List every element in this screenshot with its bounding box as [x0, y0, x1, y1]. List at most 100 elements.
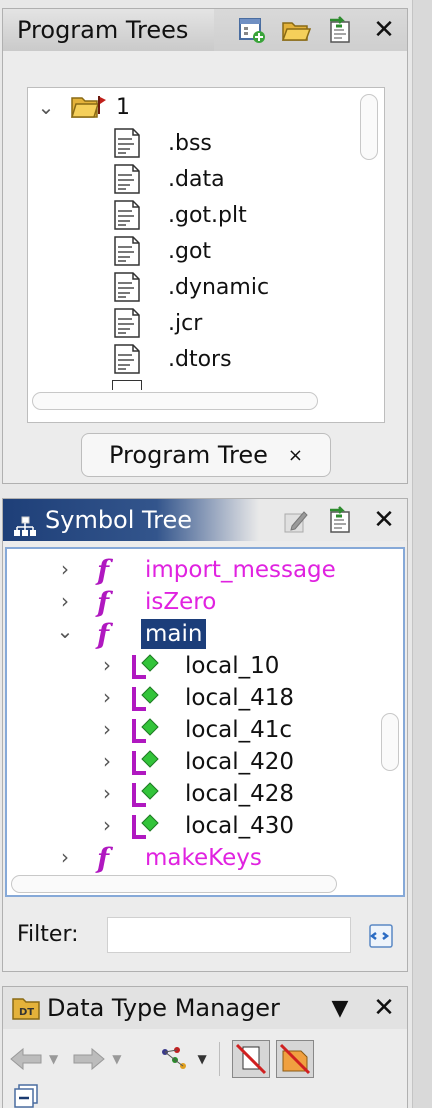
function-icon: f [97, 842, 110, 875]
chevron-right-icon[interactable]: › [61, 589, 69, 613]
tree-item[interactable]: .data [112, 162, 225, 196]
chevron-right-icon[interactable]: › [103, 781, 111, 805]
filter-input[interactable] [107, 917, 351, 953]
local-variable-icon [131, 813, 163, 841]
tree-item-label: .dtors [168, 346, 232, 372]
program-trees-header: Program Trees ✕ [3, 9, 407, 51]
forward-arrow-icon[interactable] [72, 1047, 106, 1071]
horizontal-scrollbar[interactable] [32, 392, 318, 410]
fragment-icon [112, 343, 142, 375]
open-folder-icon[interactable] [281, 15, 311, 45]
forward-dropdown-icon[interactable]: ▼ [112, 1052, 122, 1066]
symbol-tree-icon [13, 509, 37, 536]
symbol-tree-panel: Symbol Tree ✕ › f import_message › f isZ… [2, 498, 408, 972]
symbol-tree-view[interactable]: › f import_message › f isZero ⌄ f main ›… [5, 547, 405, 897]
function-item[interactable]: makeKeys [145, 845, 262, 871]
tree-layout-icon[interactable] [157, 1044, 191, 1074]
local-variable-item[interactable]: local_428 [185, 781, 294, 807]
filter-toggle-icon[interactable] [231, 1040, 270, 1078]
data-type-manager-header: DT Data Type Manager ▼ ✕ [3, 987, 407, 1029]
filter-bar: Filter: [5, 903, 405, 965]
symbol-tree-header: Symbol Tree ✕ [3, 499, 407, 541]
program-tree-view[interactable]: ⌄ 1 .bss .data .got.plt .got .dynamic [27, 87, 385, 423]
function-item[interactable]: import_message [145, 557, 336, 583]
local-variable-item[interactable]: local_430 [185, 813, 294, 839]
local-variable-item[interactable]: local_10 [185, 653, 280, 679]
tree-item-label: .got [168, 238, 212, 264]
tree-item-label: .bss [168, 130, 212, 156]
tree-root-row[interactable]: ⌄ 1 [34, 90, 130, 124]
fragment-icon [112, 199, 142, 231]
filter-options-icon[interactable] [367, 921, 397, 951]
local-variable-icon [131, 653, 163, 681]
function-icon: f [97, 554, 110, 587]
svg-text:DT: DT [19, 1007, 34, 1018]
layout-dropdown-icon[interactable]: ▼ [197, 1052, 207, 1066]
tree-item-label: .got.plt [168, 202, 247, 228]
vertical-scrollbar[interactable] [360, 94, 378, 160]
function-item-selected[interactable]: main [141, 619, 207, 649]
tree-item-label: .dynamic [168, 274, 270, 300]
export-icon[interactable] [325, 505, 355, 535]
chevron-down-icon[interactable]: ⌄ [56, 619, 74, 643]
chevron-right-icon[interactable]: › [103, 653, 111, 677]
fragment-icon [112, 235, 142, 267]
local-variable-icon [131, 685, 163, 713]
fragment-icon [112, 380, 142, 390]
horizontal-scrollbar[interactable] [11, 875, 337, 893]
program-trees-panel: Program Trees ✕ ⌄ 1 .bss [2, 8, 408, 484]
chevron-right-icon[interactable]: › [103, 717, 111, 741]
tree-item[interactable]: .got [112, 234, 211, 268]
back-arrow-icon[interactable] [9, 1047, 43, 1071]
tree-item-label: .data [168, 166, 225, 192]
chevron-right-icon[interactable]: › [103, 749, 111, 773]
data-type-manager-panel: DT Data Type Manager ▼ ✕ ▼ ▼ ▼ [2, 986, 408, 1108]
module-folder-icon [70, 92, 110, 122]
tree-root-label: 1 [116, 94, 130, 120]
tree-item[interactable]: .got.plt [112, 198, 247, 232]
tab-label: Program Tree [109, 441, 268, 469]
back-dropdown-icon[interactable]: ▼ [49, 1052, 59, 1066]
tab-close-icon[interactable]: × [287, 444, 303, 466]
chevron-right-icon[interactable]: › [61, 557, 69, 581]
menu-dropdown-icon[interactable]: ▼ [331, 995, 349, 1021]
local-variable-item[interactable]: local_41c [185, 717, 293, 743]
function-icon: f [97, 586, 110, 619]
tree-item-label: .jcr [168, 310, 203, 336]
close-icon[interactable]: ✕ [373, 15, 395, 45]
new-tree-icon[interactable] [237, 15, 267, 45]
local-variable-icon [131, 781, 163, 809]
tree-item[interactable]: .bss [112, 126, 212, 160]
program-trees-title: Program Trees [3, 9, 215, 51]
data-type-toolbar: ▼ ▼ ▼ [9, 1039, 314, 1079]
chevron-down-icon[interactable]: ⌄ [37, 95, 55, 119]
chevron-right-icon[interactable]: › [61, 845, 69, 869]
tree-item[interactable]: .dynamic [112, 270, 269, 304]
archive-filter-icon[interactable] [275, 1040, 314, 1078]
symbol-tree-title: Symbol Tree [45, 506, 193, 534]
local-variable-icon [131, 717, 163, 745]
tab-program-tree[interactable]: Program Tree × [81, 433, 331, 477]
filter-label: Filter: [17, 921, 79, 947]
adjacent-panel-edge [412, 0, 432, 1108]
tree-item[interactable]: .jcr [112, 306, 202, 340]
data-type-manager-title: Data Type Manager [47, 994, 280, 1022]
chevron-right-icon[interactable]: › [103, 685, 111, 709]
fragment-icon [112, 271, 142, 303]
close-icon[interactable]: ✕ [373, 993, 395, 1023]
chevron-right-icon[interactable]: › [103, 813, 111, 837]
local-variable-icon [131, 749, 163, 777]
close-icon[interactable]: ✕ [373, 505, 395, 535]
local-variable-item[interactable]: local_418 [185, 685, 294, 711]
collapse-all-icon[interactable] [13, 1083, 41, 1108]
export-icon[interactable] [325, 15, 355, 45]
edit-icon[interactable] [281, 505, 311, 535]
local-variable-item[interactable]: local_420 [185, 749, 294, 775]
symbol-tree-title-wrap: Symbol Tree [13, 499, 192, 541]
fragment-icon [112, 307, 142, 339]
function-item[interactable]: isZero [145, 589, 217, 615]
tree-item[interactable]: .dtors [112, 342, 232, 376]
data-type-manager-icon: DT [11, 995, 41, 1021]
fragment-icon [112, 127, 142, 159]
vertical-scrollbar[interactable] [381, 713, 399, 771]
